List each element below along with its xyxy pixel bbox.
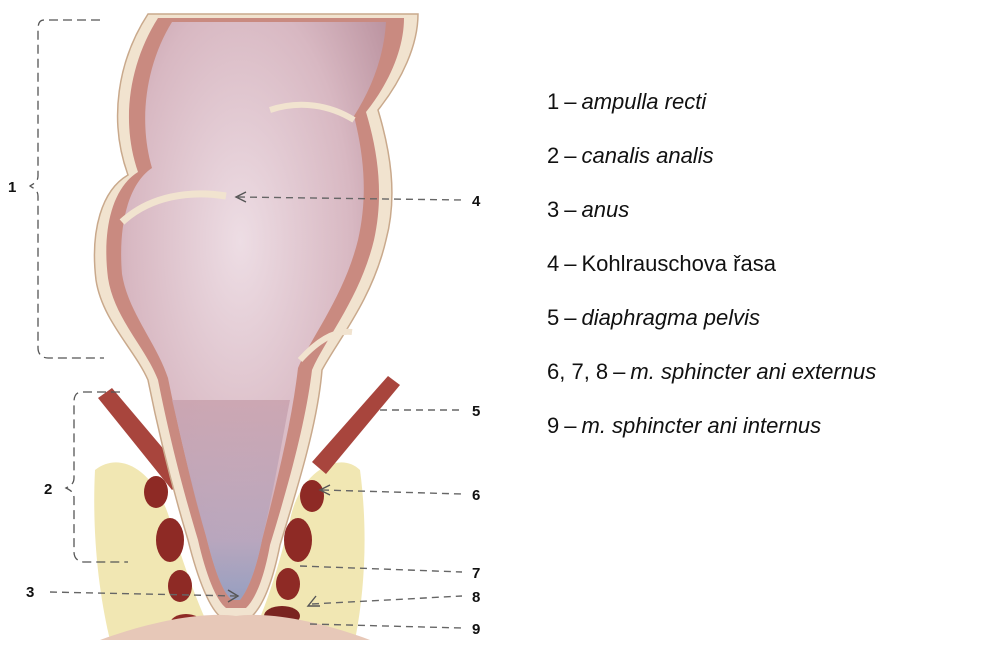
callout-8: 8 xyxy=(472,589,480,606)
legend-number: 9 xyxy=(547,413,559,438)
legend-term: canalis analis xyxy=(582,143,714,168)
callout-1: 1 xyxy=(8,179,16,196)
diaphragma-pelvis-right xyxy=(312,376,400,474)
legend-term: Kohlrauschova řasa xyxy=(582,251,776,276)
legend-term: anus xyxy=(582,197,630,222)
legend-separator: – xyxy=(564,143,576,168)
legend-separator: – xyxy=(564,413,576,438)
callout-6: 6 xyxy=(472,487,480,504)
callout-2: 2 xyxy=(44,481,52,498)
legend-item: 4–Kohlrauschova řasa xyxy=(547,244,977,298)
brace-1 xyxy=(30,20,104,358)
legend-separator: – xyxy=(564,251,576,276)
legend-number: 4 xyxy=(547,251,559,276)
legend-number: 5 xyxy=(547,305,559,330)
callout-4: 4 xyxy=(472,193,481,210)
legend-separator: – xyxy=(613,359,625,384)
legend-number: 2 xyxy=(547,143,559,168)
legend-item: 5–diaphragma pelvis xyxy=(547,298,977,352)
legend-separator: – xyxy=(564,197,576,222)
legend-term: diaphragma pelvis xyxy=(582,305,761,330)
callout-3: 3 xyxy=(26,584,34,601)
legend-term: m. sphincter ani externus xyxy=(630,359,876,384)
legend-separator: – xyxy=(564,89,576,114)
legend-item: 3–anus xyxy=(547,190,977,244)
legend-number: 1 xyxy=(547,89,559,114)
legend-term: ampulla recti xyxy=(582,89,707,114)
callout-5: 5 xyxy=(472,403,480,420)
legend-item: 1–ampulla recti xyxy=(547,82,977,136)
legend-item: 9–m. sphincter ani internus xyxy=(547,406,977,460)
legend-number: 6, 7, 8 xyxy=(547,359,608,384)
legend-item: 6, 7, 8–m. sphincter ani externus xyxy=(547,352,977,406)
legend-item: 2–canalis analis xyxy=(547,136,977,190)
legend-separator: – xyxy=(564,305,576,330)
legend-number: 3 xyxy=(547,197,559,222)
legend-term: m. sphincter ani internus xyxy=(582,413,822,438)
callout-7: 7 xyxy=(472,565,480,582)
callout-9: 9 xyxy=(472,621,480,638)
